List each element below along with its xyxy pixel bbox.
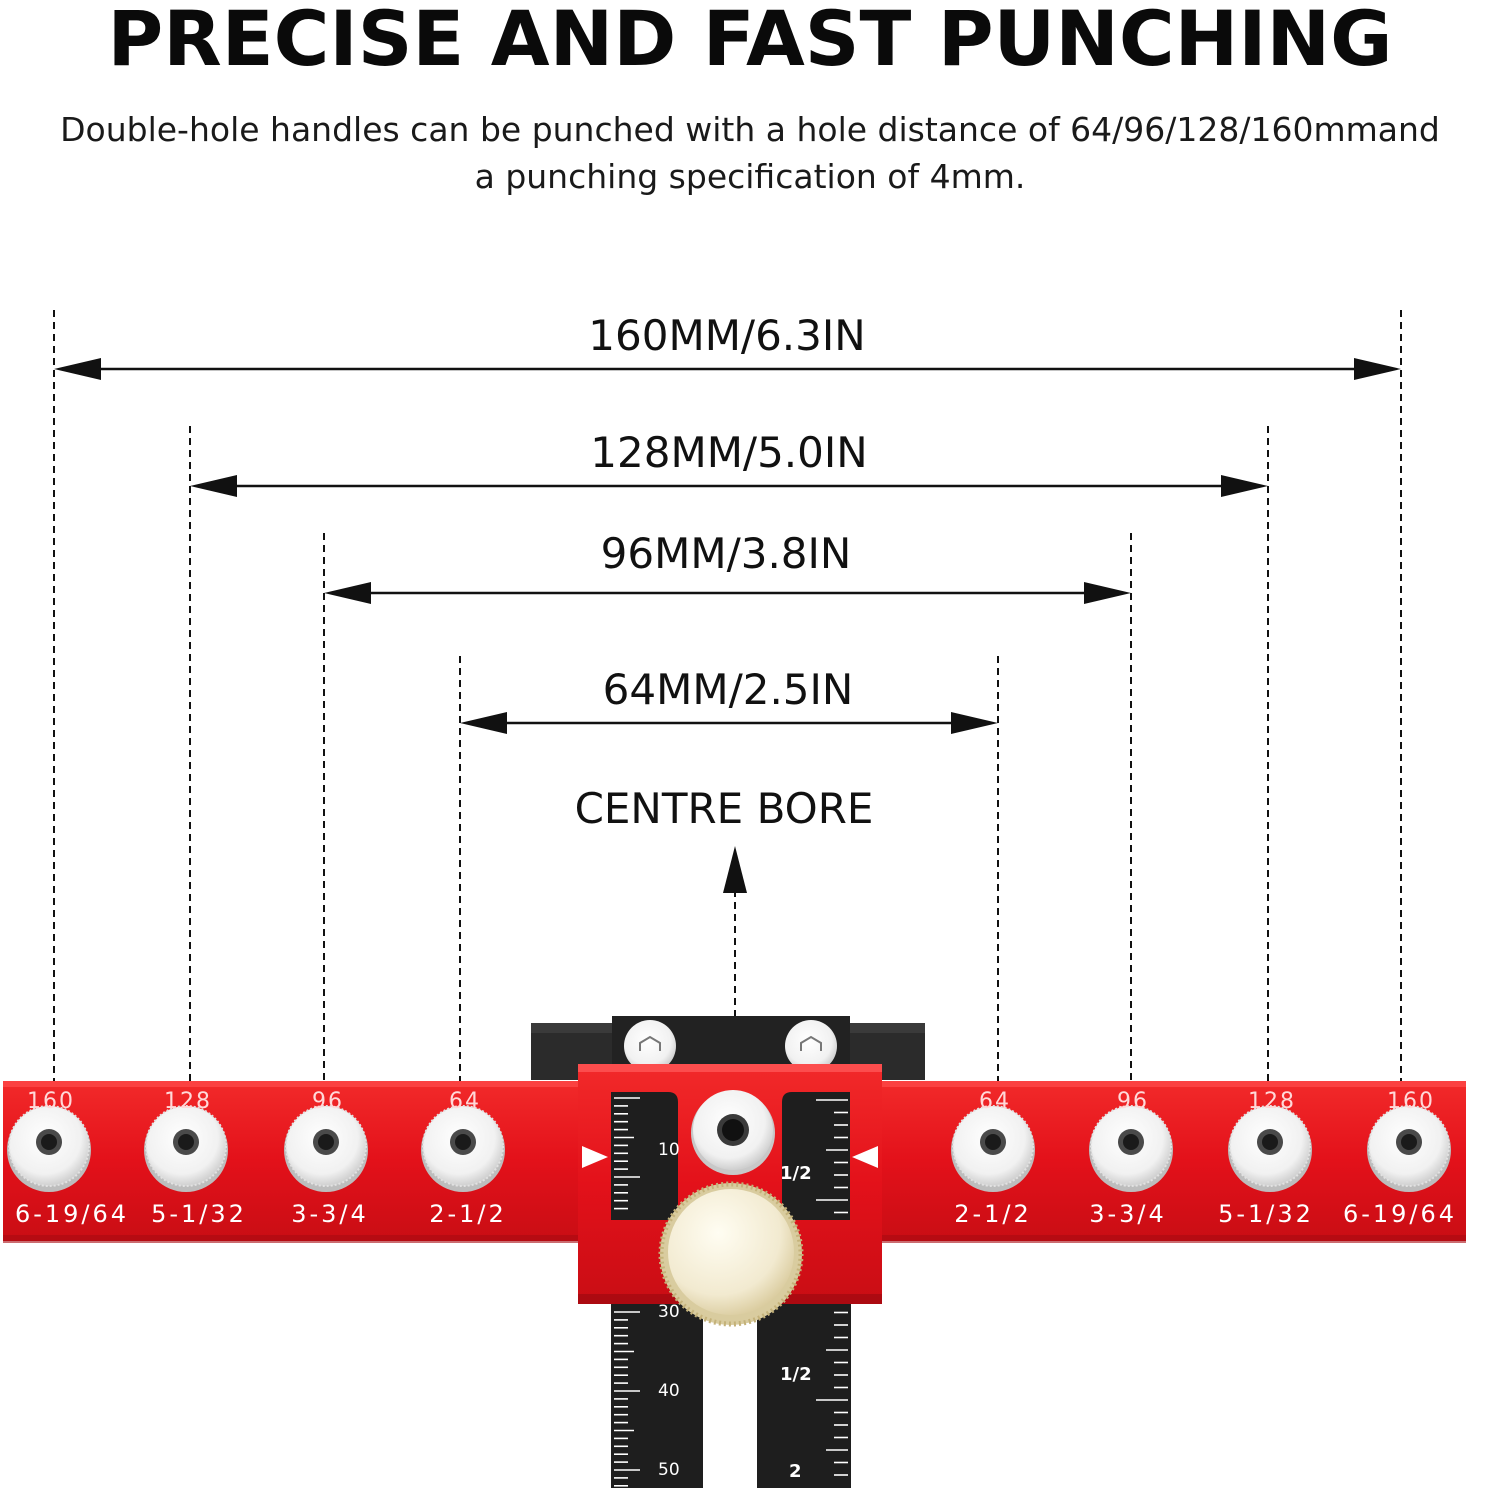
subtitle-line-1: Double-hole handles can be punched with … [60, 110, 1440, 149]
dimension-96: 96MM/3.8IN [324, 529, 1131, 604]
scale-label-50: 50 [658, 1460, 680, 1480]
bushing-160 [7, 1105, 91, 1192]
scale-label-40: 40 [658, 1381, 680, 1401]
hole-inch-label: 6-19/64 [15, 1200, 129, 1228]
scale-label-10: 10 [658, 1140, 680, 1160]
scale-label-30: 30 [658, 1302, 680, 1322]
hole-mm-label: 64 [979, 1089, 1011, 1114]
hole-mm-label: 64 [449, 1089, 481, 1114]
right-scale-window [782, 1092, 850, 1220]
dimension-label-128: 128MM/5.0IN [590, 428, 867, 477]
hole-mm-label: 96 [312, 1089, 344, 1114]
hole-inch-label: 2-1/2 [954, 1200, 1032, 1228]
scale-label-half-lower: 1/2 [780, 1364, 812, 1385]
arrowhead-right-icon [1354, 358, 1401, 380]
hole-labels: 160 6-19/64 128 5-1/32 96 3-3/4 64 2-1/2 64 2-1/2… [15, 1089, 1457, 1228]
hole-mm-label: 96 [1117, 1089, 1149, 1114]
subtitle: Double-hole handles can be punched with … [0, 106, 1500, 200]
dimension-label-96: 96MM/3.8IN [601, 529, 852, 578]
arrowhead-left-icon [190, 475, 237, 497]
dimension-64: 64MM/2.5IN [460, 665, 998, 734]
hole-inch-label: 5-1/32 [151, 1200, 247, 1228]
hole-mm-label: 128 [164, 1089, 212, 1114]
bushing-64 [951, 1105, 1035, 1192]
subtitle-line-2: a punching specification of 4mm. [474, 157, 1026, 196]
dimension-lines: 160MM/6.3IN 128MM/5.0IN 96MM/3.8IN 64MM/… [53, 310, 1402, 1150]
hole-inch-label: 3-3/4 [291, 1200, 369, 1228]
hole-mm-label: 128 [1248, 1089, 1296, 1114]
screw-head-icon [785, 1020, 837, 1072]
right-scale-rail [757, 1280, 851, 1488]
dimension-128: 128MM/5.0IN [190, 428, 1268, 497]
arrowhead-left-icon [460, 712, 507, 734]
scale-label-2: 2 [789, 1461, 802, 1482]
hole-inch-label: 2-1/2 [429, 1200, 507, 1228]
arrowhead-right-icon [1221, 475, 1268, 497]
hole-inch-label: 6-19/64 [1343, 1200, 1457, 1228]
centre-bore-label: CENTRE BORE [575, 784, 874, 833]
dimension-label-64: 64MM/2.5IN [603, 665, 854, 714]
arrowhead-right-icon [951, 712, 998, 734]
align-triangle-left-icon [582, 1146, 608, 1168]
hole-mm-label: 160 [1387, 1089, 1435, 1114]
bushing-96 [1089, 1105, 1173, 1192]
bushing-128 [1228, 1105, 1312, 1192]
lower-scale-rails: 30 40 50 1/2 2 [611, 1280, 851, 1488]
align-triangle-right-icon [852, 1146, 878, 1168]
arrowhead-left-icon [324, 582, 371, 604]
arrowhead-right-icon [1084, 582, 1131, 604]
arrowhead-left-icon [54, 358, 101, 380]
locking-knob[interactable] [658, 1181, 804, 1327]
headline: PRECISE AND FAST PUNCHING [107, 0, 1393, 83]
bushing-96 [284, 1105, 368, 1192]
left-scale-rail [611, 1280, 703, 1488]
hole-mm-label: 160 [27, 1089, 75, 1114]
left-scale-window [611, 1092, 678, 1220]
scale-label-half-upper: 1/2 [780, 1163, 812, 1184]
dimension-label-160: 160MM/6.3IN [588, 311, 865, 360]
hole-inch-label: 5-1/32 [1218, 1200, 1314, 1228]
drill-bushings [7, 1105, 1451, 1192]
centre-bore-bushing [691, 1090, 775, 1175]
dimension-160: 160MM/6.3IN [54, 311, 1401, 380]
arrow-up-icon [723, 846, 747, 893]
hole-inch-label: 3-3/4 [1089, 1200, 1167, 1228]
bushing-128 [144, 1105, 228, 1192]
bushing-64 [421, 1105, 505, 1192]
bushing-160 [1367, 1105, 1451, 1192]
screw-head-icon [624, 1020, 676, 1072]
